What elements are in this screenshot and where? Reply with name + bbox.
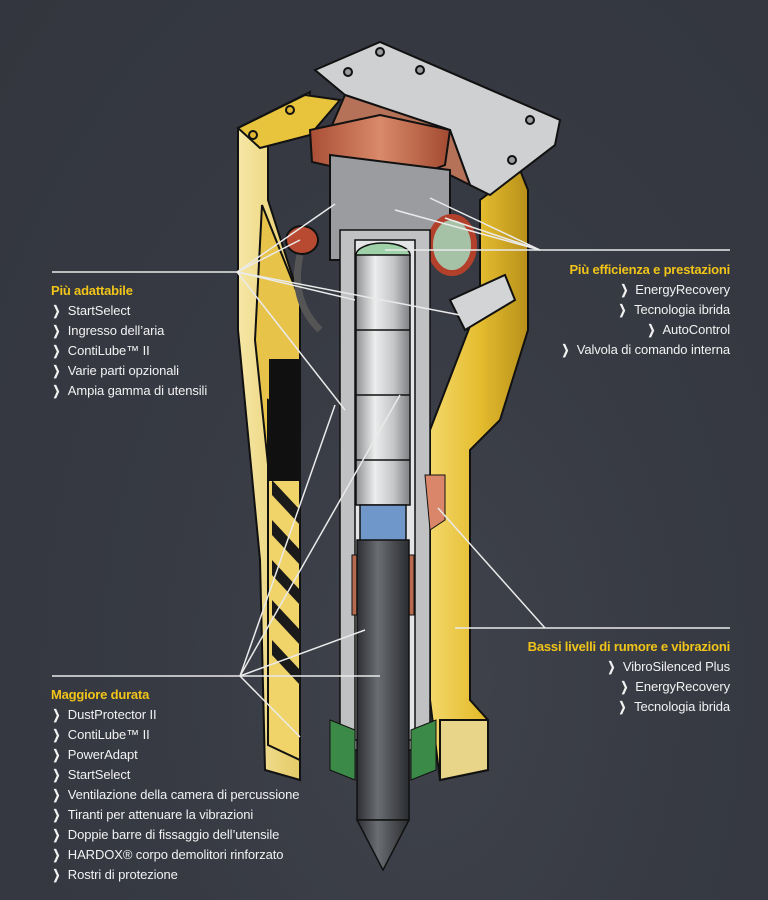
- callout-heading: Più efficienza e prestazioni: [569, 262, 730, 277]
- feature-list: ❯EnergyRecovery ❯Tecnologia ibrida ❯Auto…: [560, 280, 731, 360]
- callout-heading: Più adattabile: [51, 283, 133, 298]
- feature-list: ❯DustProtector II ❯ContiLube™ II ❯PowerA…: [51, 705, 300, 885]
- leader-lines: [52, 197, 730, 738]
- chevron-right-icon: ❯: [52, 867, 61, 882]
- feature-item: ❯StartSelect: [51, 301, 207, 321]
- chevron-right-icon: ❯: [52, 807, 61, 822]
- feature-item: ❯Varie parti opzionali: [51, 361, 207, 381]
- chevron-right-icon: ❯: [52, 767, 61, 782]
- start-select-valve: [285, 225, 319, 255]
- chisel-tool: [355, 539, 411, 872]
- feature-item: ❯HARDOX® corpo demolitori rinforzato: [51, 845, 299, 865]
- chevron-right-icon: ❯: [52, 727, 61, 742]
- chevron-right-icon: ❯: [52, 847, 61, 862]
- callout-noise: Bassi livelli di rumore e vibrazioni ❯Vi…: [527, 637, 731, 717]
- chevron-right-icon: ❯: [607, 659, 616, 674]
- feature-item: ❯Tiranti per attenuare la vibrazioni: [51, 805, 299, 825]
- chevron-right-icon: ❯: [620, 679, 628, 694]
- chevron-right-icon: ❯: [561, 342, 570, 357]
- callout-heading: Bassi livelli di rumore e vibrazioni: [527, 639, 731, 654]
- chevron-right-icon: ❯: [52, 827, 61, 842]
- chevron-right-icon: ❯: [52, 363, 61, 378]
- callout-durability: Maggiore durata ❯DustProtector II ❯Conti…: [51, 685, 299, 885]
- feature-item: ❯EnergyRecovery: [560, 280, 730, 300]
- chevron-right-icon: ❯: [52, 323, 61, 338]
- chevron-right-icon: ❯: [52, 383, 61, 398]
- piston: [355, 242, 411, 546]
- feature-item: ❯Ampia gamma di utensili: [51, 381, 208, 401]
- feature-item: ❯VibroSilenced Plus: [528, 657, 730, 677]
- feature-item: ❯Valvola di comando interna: [560, 340, 731, 360]
- feature-item: ❯Ingresso dell’aria: [51, 321, 207, 341]
- chevron-right-icon: ❯: [618, 302, 627, 317]
- chevron-right-icon: ❯: [620, 282, 628, 297]
- chevron-right-icon: ❯: [647, 322, 655, 337]
- chevron-right-icon: ❯: [52, 343, 61, 358]
- feature-item: ❯Tecnologia ibrida: [560, 300, 730, 320]
- feature-item: ❯Doppie barre di fissaggio dell’utensile: [51, 825, 299, 845]
- feature-item: ❯EnergyRecovery: [528, 677, 730, 697]
- feature-item: ❯ContiLube™ II: [51, 341, 207, 361]
- feature-item: ❯AutoControl: [560, 320, 730, 340]
- auto-control: [448, 273, 517, 332]
- feature-item: ❯PowerAdapt: [51, 745, 299, 765]
- callout-heading: Maggiore durata: [51, 687, 150, 702]
- feature-item: ❯ContiLube™ II: [51, 725, 299, 745]
- feature-item: ❯StartSelect: [51, 765, 299, 785]
- feature-list: ❯StartSelect ❯Ingresso dell’aria ❯ContiL…: [51, 301, 208, 401]
- callout-adaptable: Più adattabile ❯StartSelect ❯Ingresso de…: [51, 281, 207, 401]
- feature-item: ❯DustProtector II: [51, 705, 299, 725]
- chevron-right-icon: ❯: [618, 699, 627, 714]
- chevron-right-icon: ❯: [52, 303, 61, 318]
- chevron-right-icon: ❯: [52, 747, 61, 762]
- feature-list: ❯VibroSilenced Plus ❯EnergyRecovery ❯Tec…: [528, 657, 730, 717]
- feature-item: ❯Tecnologia ibrida: [528, 697, 730, 717]
- callout-efficiency: Più efficienza e prestazioni ❯EnergyReco…: [560, 260, 731, 360]
- chevron-right-icon: ❯: [52, 707, 61, 722]
- feature-item: ❯Ventilazione della camera di percussion…: [51, 785, 300, 805]
- feature-item: ❯Rostri di protezione: [51, 865, 299, 885]
- chevron-right-icon: ❯: [52, 787, 61, 802]
